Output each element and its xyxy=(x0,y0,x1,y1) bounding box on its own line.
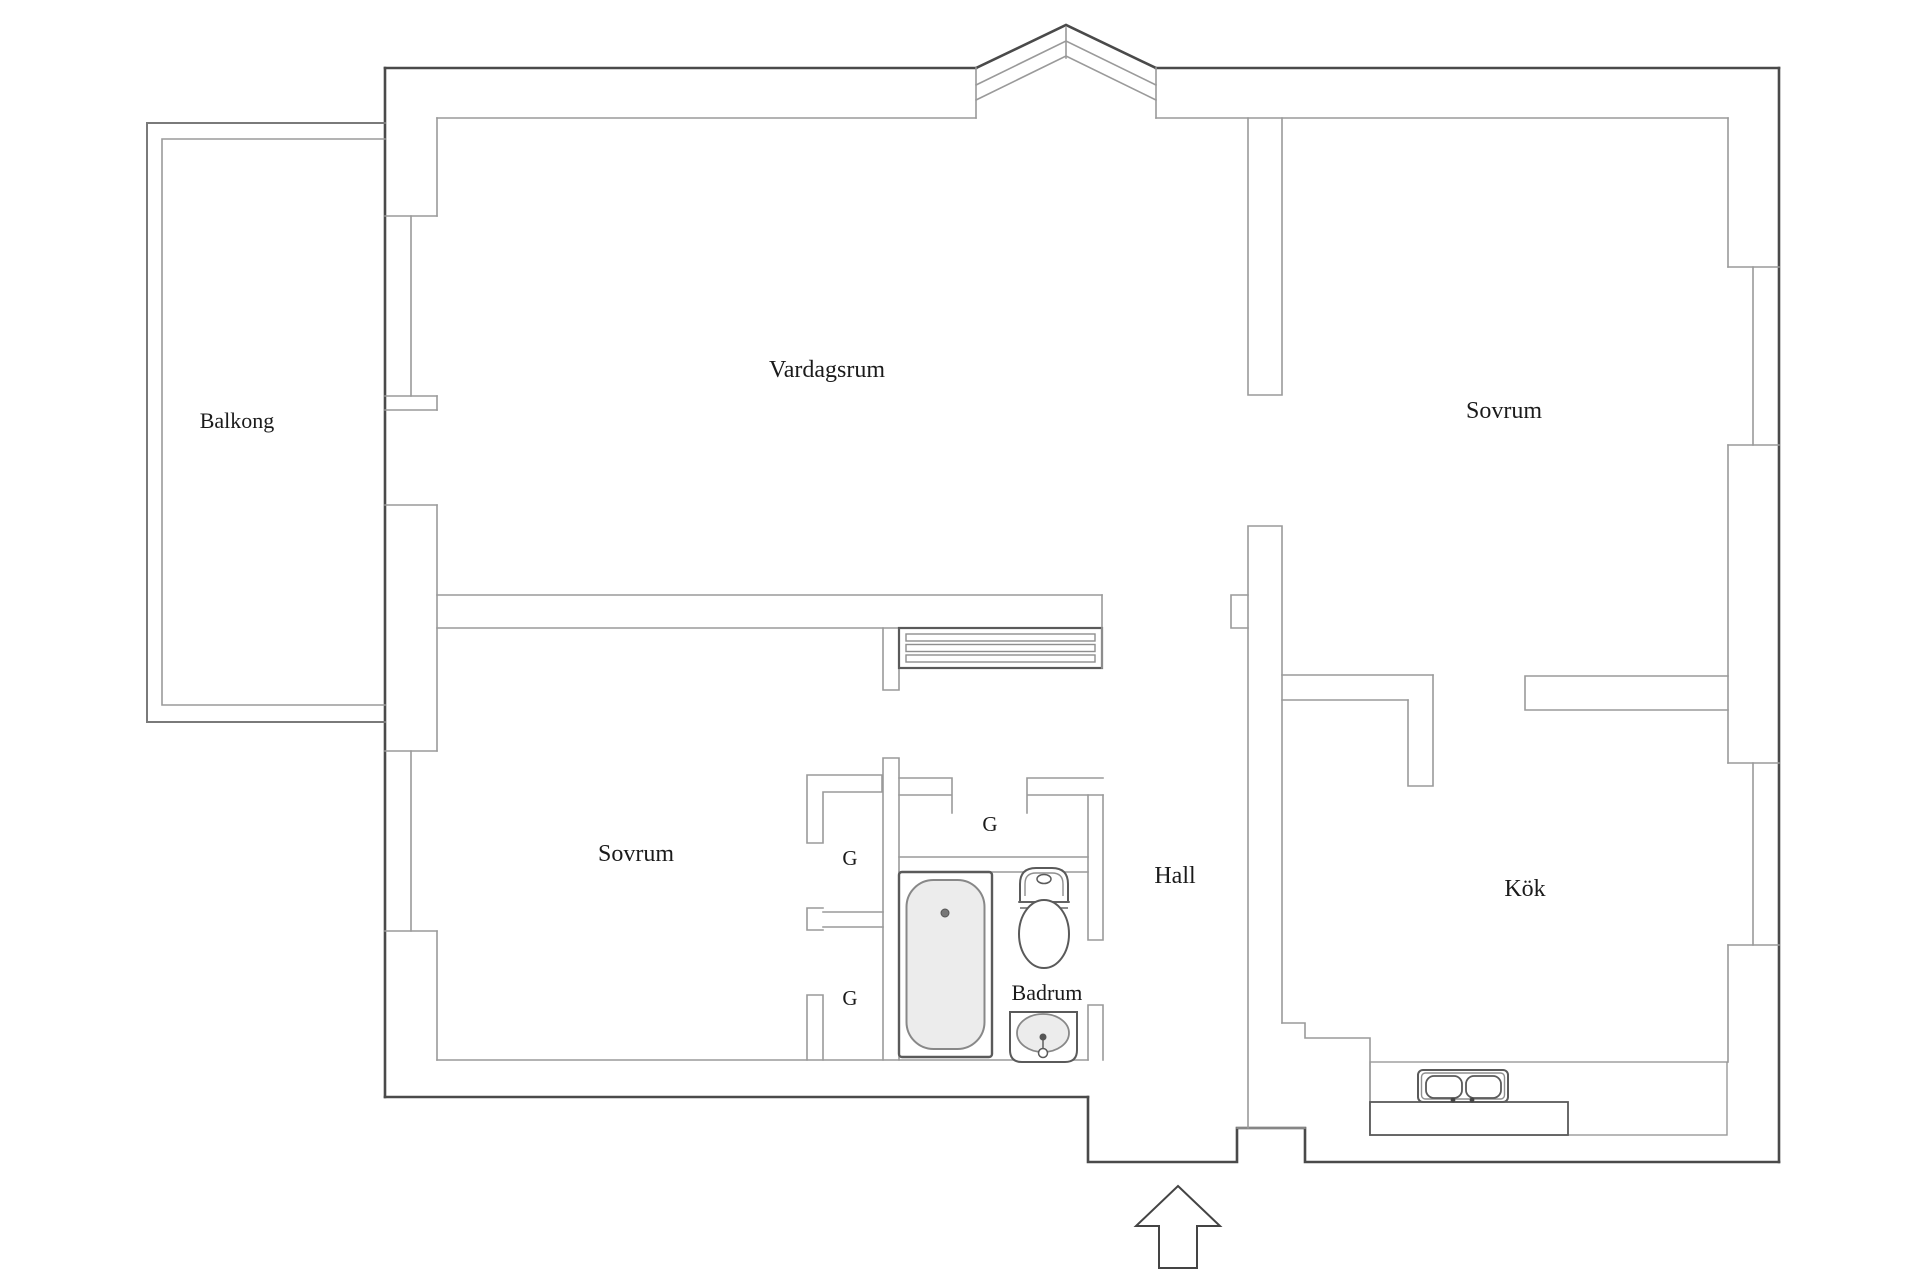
divider-wall-stub xyxy=(882,627,900,691)
counter-lower-cabinet xyxy=(1369,1101,1569,1136)
toilet-bowl xyxy=(1018,899,1070,969)
balcony-inner-rail xyxy=(161,138,386,706)
sink-tap-handle xyxy=(1037,1047,1049,1059)
exterior-inner-lines xyxy=(436,27,1729,1063)
closet-L-wall xyxy=(806,774,883,844)
label-kok: Kök xyxy=(1504,876,1545,902)
toilet-tank-inner xyxy=(1024,872,1064,896)
toilet-button xyxy=(1036,873,1052,885)
bathtub-icon xyxy=(897,870,994,1059)
label-hall: Hall xyxy=(1154,863,1196,889)
bathtub-basin xyxy=(905,879,986,1050)
balcony-railing xyxy=(146,122,386,723)
radiator-slat-2 xyxy=(905,643,1096,653)
balcony-outer-rail xyxy=(146,122,386,723)
hall-wall-bump xyxy=(1230,594,1249,629)
label-sovrum-left: Sovrum xyxy=(598,841,674,867)
hall-wall-step-block xyxy=(1281,1022,1371,1136)
kitchen-counter xyxy=(1369,1061,1728,1136)
sink-drain xyxy=(1039,1033,1047,1041)
stove-burner-right xyxy=(1465,1075,1502,1099)
stove-knob-right xyxy=(1469,1097,1475,1103)
bathroom-left-wall xyxy=(882,757,900,1061)
interior-walls xyxy=(436,117,1729,1136)
label-g-mid: G xyxy=(842,846,857,870)
closet-low-stub xyxy=(806,994,824,1061)
kitchen-door-stub xyxy=(1407,674,1434,787)
hall-wall-upper xyxy=(1247,117,1283,396)
bedroom-kitchen-wall xyxy=(1524,675,1729,711)
toilet-tank xyxy=(1019,867,1069,903)
stove-frame-inner xyxy=(1420,1072,1506,1100)
closet-mid-stub xyxy=(806,907,884,931)
stove-icon xyxy=(1417,1069,1509,1103)
room-labels: Balkong Vardagsrum Sovrum Sovrum Hall Kö… xyxy=(200,357,1546,1010)
label-balkong: Balkong xyxy=(200,408,275,433)
bathroom-top-wall xyxy=(898,777,1104,814)
sink-icon xyxy=(1009,1011,1078,1063)
label-sovrum-right: Sovrum xyxy=(1466,398,1542,424)
stove-burner-left xyxy=(1425,1075,1463,1099)
label-vardagsrum: Vardagsrum xyxy=(769,357,885,383)
label-badrum: Badrum xyxy=(1012,980,1083,1005)
bathroom-right-wall-upper xyxy=(1087,794,1104,941)
toilet-icon xyxy=(1018,867,1070,969)
windows xyxy=(384,215,1780,946)
radiator-slat-3 xyxy=(905,654,1096,663)
label-g-right: G xyxy=(982,812,997,836)
radiator-icon xyxy=(897,594,1104,670)
stove-knob-left xyxy=(1450,1097,1456,1103)
bathroom-right-wall-lower xyxy=(1087,1004,1104,1061)
bathtub-drain xyxy=(940,908,950,918)
label-g-low: G xyxy=(842,986,857,1010)
gable-bay-outer xyxy=(974,23,1158,70)
entrance-arrow-icon xyxy=(1133,1184,1223,1269)
hall-east-wall xyxy=(1281,674,1434,701)
hall-wall-lower xyxy=(1247,525,1283,1129)
radiator-slat-1 xyxy=(905,633,1096,642)
gable-bay-inner-2 xyxy=(974,55,1158,102)
